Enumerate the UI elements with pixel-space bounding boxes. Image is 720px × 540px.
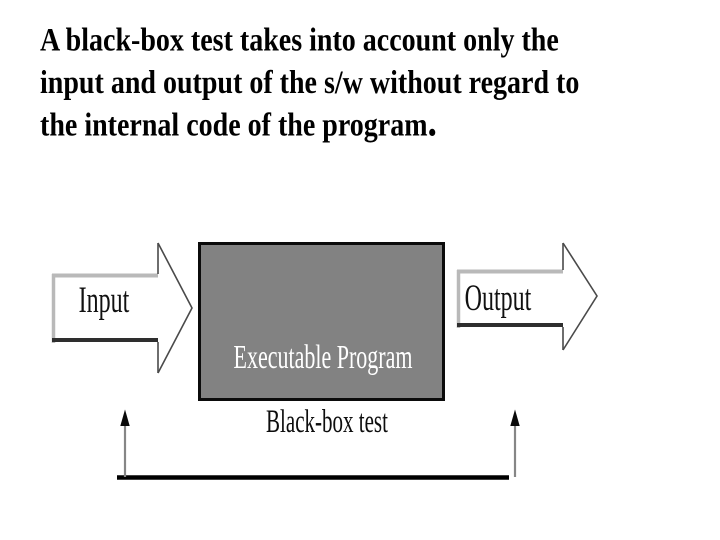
output-block-arrow xyxy=(456,242,598,351)
executable-program-box xyxy=(198,242,445,401)
right-up-arrowhead-icon xyxy=(510,409,520,426)
output-arrowhead-outline xyxy=(562,242,598,351)
input-arrowhead-outline xyxy=(157,242,193,374)
title-line-3: the internal code of the program. xyxy=(40,99,720,147)
left-up-arrowhead-icon xyxy=(120,409,130,426)
title-period: . xyxy=(427,96,437,147)
title-line-3-text: the internal code of the program xyxy=(40,107,428,144)
title-line-1: A black-box test takes into account only… xyxy=(40,22,559,59)
title-line-2: input and output of the s/w without rega… xyxy=(40,64,580,102)
black-box-test-caption: Black-box test xyxy=(266,402,388,440)
executable-program-label: Executable Program xyxy=(233,336,413,376)
slide-title: A black-box test takes into account only… xyxy=(40,20,720,147)
input-block-arrow xyxy=(51,242,193,374)
test-scope-bracket xyxy=(117,409,520,480)
output-arrow-label: Output xyxy=(464,279,532,320)
input-arrow-label: Input xyxy=(78,281,130,322)
